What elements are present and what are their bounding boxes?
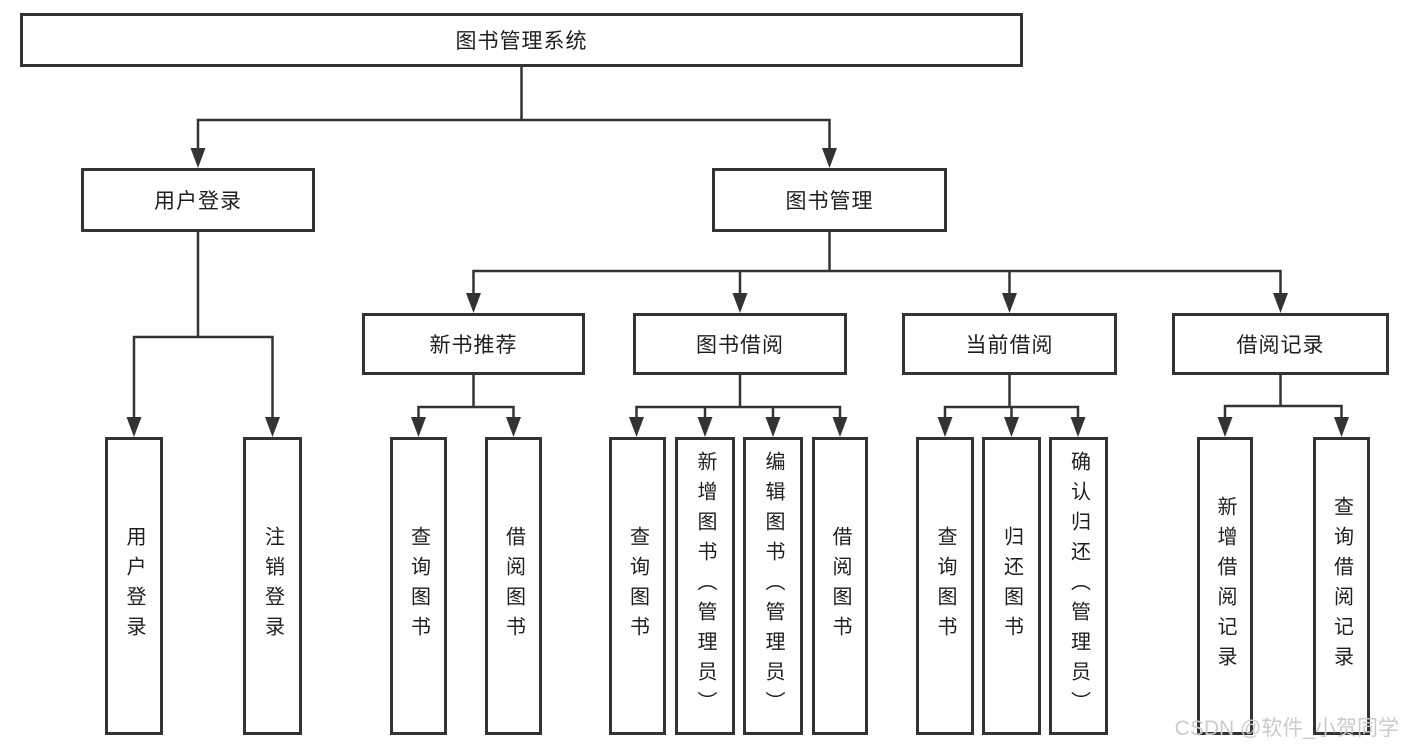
node-bb-edit-books-admin: 编辑图书（管理员） [743, 437, 803, 735]
node-logout: 注销登录 [243, 437, 302, 735]
node-new-book-recommendation: 新书推荐 [362, 313, 585, 375]
node-rec-query-books: 查询图书 [390, 437, 447, 735]
node-rec-borrow-books: 借阅图书 [485, 437, 542, 735]
csdn-watermark: CSDN @软件_小贺同学 [1174, 717, 1399, 740]
node-book-management: 图书管理 [712, 168, 947, 232]
connector-paths [132, 66, 1343, 421]
node-root: 图书管理系统 [20, 13, 1023, 67]
node-br-query-record: 查询借阅记录 [1313, 437, 1370, 735]
node-bb-borrow-books: 借阅图书 [812, 437, 868, 735]
node-br-add-record: 新增借阅记录 [1197, 437, 1253, 735]
node-borrowing-records: 借阅记录 [1172, 313, 1389, 375]
node-cb-confirm-return-admin: 确认归还（管理员） [1049, 437, 1108, 735]
node-cb-return-books: 归还图书 [982, 437, 1041, 735]
node-current-borrowing: 当前借阅 [902, 313, 1117, 375]
node-user-login: 用户登录 [81, 168, 315, 232]
node-cb-query-books: 查询图书 [916, 437, 974, 735]
node-user-login-leaf: 用户登录 [105, 437, 163, 735]
node-bb-add-books-admin: 新增图书（管理员） [675, 437, 735, 735]
arrowheads [126, 148, 1349, 437]
node-bb-query-books: 查询图书 [609, 437, 666, 735]
node-book-borrowing: 图书借阅 [633, 313, 847, 375]
